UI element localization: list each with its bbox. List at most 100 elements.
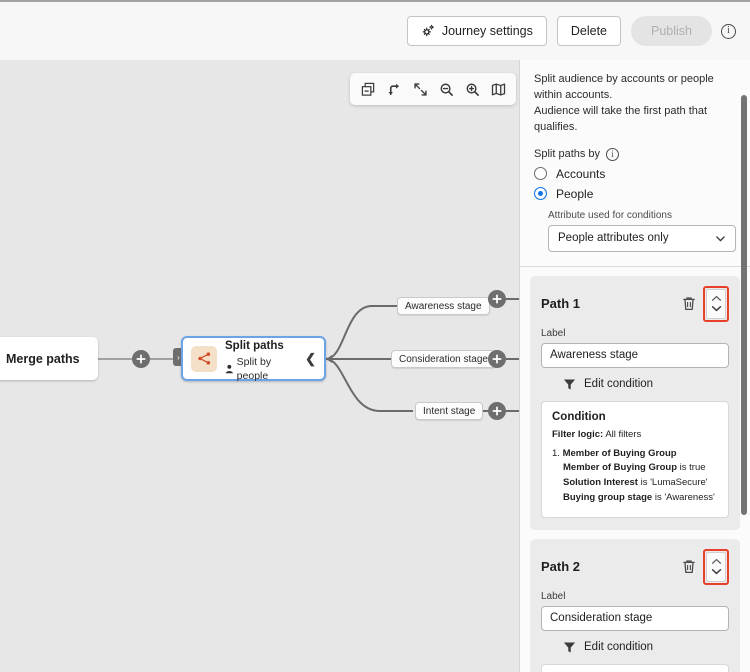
path-1-reorder-highlight <box>703 285 729 322</box>
add-step-plus-1[interactable] <box>488 290 506 308</box>
attribute-caption: Attribute used for conditions <box>548 209 672 221</box>
attribute-select[interactable]: People attributes only <box>548 224 736 252</box>
path-1-rule-0-attr: Member of Buying Group <box>563 462 677 474</box>
branch-label-intent[interactable]: Intent stage <box>415 402 484 420</box>
canvas-toolbar[interactable] <box>350 73 516 105</box>
split-node-subtitle-row: Split by people <box>225 355 303 383</box>
path-2-reorder-control[interactable] <box>706 551 726 582</box>
move-down-icon[interactable] <box>711 305 722 313</box>
canvas-edges <box>98 298 519 412</box>
branch-label-text: Consideration stage <box>399 353 488 365</box>
path-2-label-caption: Label <box>541 590 566 602</box>
path-2-edit-condition-button[interactable]: Edit condition <box>541 641 729 654</box>
merge-paths-label: Merge paths <box>6 351 80 366</box>
collapse-all-icon[interactable] <box>356 76 380 102</box>
path-2-condition-box: Condition Filter logic: All filters 1. M… <box>541 663 729 672</box>
attribute-select-value: People attributes only <box>558 232 669 245</box>
path-1-rule-0: Member of Buying Group is true <box>552 461 718 476</box>
panel-divider <box>520 265 750 267</box>
path-1-condition-title: Condition <box>552 410 606 423</box>
path-1-title: Path 1 <box>541 296 581 312</box>
panel-scrollbar[interactable] <box>741 95 747 515</box>
delete-button[interactable]: Delete <box>556 16 621 46</box>
path-1-filter-logic-key: Filter logic: <box>552 428 604 440</box>
path-1-condition-box: Condition Filter logic: All filters 1. M… <box>541 400 729 518</box>
attribute-block: Attribute used for conditions People att… <box>520 201 750 252</box>
split-paths-icon <box>191 345 217 372</box>
branch-label-consideration[interactable]: Consideration stage <box>391 350 496 368</box>
minimap-icon[interactable] <box>486 76 510 102</box>
publish-button[interactable]: Publish <box>631 16 712 46</box>
path-1-rule-1-rest: is 'LumaSecure' <box>637 477 708 489</box>
path-1-rule-1: Solution Interest is 'LumaSecure' <box>552 476 718 491</box>
move-up-icon[interactable] <box>711 558 722 566</box>
panel-intro-line1: Split audience by accounts or people wit… <box>534 73 714 101</box>
delete-path-1-icon[interactable] <box>682 296 696 311</box>
path-2-label-value: Consideration stage <box>550 612 653 625</box>
path-1-label-caption: Label <box>541 327 566 339</box>
path-2-header: Path 2 <box>541 548 729 585</box>
radio-accounts[interactable]: Accounts <box>520 161 750 181</box>
move-down-icon[interactable] <box>711 568 722 576</box>
path-1-filter-logic-value: All filters <box>603 428 642 440</box>
add-step-plus-2[interactable] <box>488 350 506 368</box>
path-1-edit-condition-button[interactable]: Edit condition <box>541 378 729 391</box>
add-step-plus-3[interactable] <box>488 402 506 420</box>
zoom-out-icon[interactable] <box>434 76 458 102</box>
path-1-filter-logic: Filter logic: All filters <box>552 429 718 440</box>
path-card-2[interactable]: Path 2 Label <box>530 538 740 672</box>
split-node-title: Split paths <box>225 339 284 352</box>
path-1-condition-item: 1. Member of Buying Group Member of Buyi… <box>552 447 718 506</box>
path-2-title: Path 2 <box>541 559 581 575</box>
fit-to-screen-icon[interactable] <box>408 76 432 102</box>
path-1-edit-condition-label: Edit condition <box>584 378 654 391</box>
path-1-label-value: Awareness stage <box>550 349 639 362</box>
add-step-plus-0[interactable] <box>132 350 150 368</box>
publish-info-icon[interactable]: i <box>721 23 736 39</box>
move-up-icon[interactable] <box>711 295 722 303</box>
top-header-bar: Journey settings Delete Publish i <box>0 0 750 60</box>
split-node-collapse-chevron[interactable]: ❮ <box>305 350 316 366</box>
split-paths-node[interactable]: Split paths Split by people ❮ <box>181 336 326 383</box>
filter-icon <box>563 642 576 653</box>
split-tab-glyph: › <box>177 352 180 362</box>
split-node-collapse-tab[interactable]: › <box>173 348 184 366</box>
filter-icon <box>563 379 576 390</box>
split-paths-settings-panel[interactable]: Split audience by accounts or people wit… <box>519 60 750 672</box>
journey-canvas[interactable]: Merge paths › Split paths Split by <box>0 60 519 672</box>
path-1-rule-0-rest: is true <box>677 462 706 474</box>
delete-label: Delete <box>570 24 607 38</box>
path-1-header: Path 1 <box>541 285 729 322</box>
radio-people[interactable]: People <box>520 181 750 201</box>
panel-intro-line2: Audience will take the first path that q… <box>534 104 708 133</box>
chevron-down-icon <box>716 236 725 242</box>
merge-paths-node[interactable]: Merge paths <box>0 337 98 380</box>
branch-label-text: Intent stage <box>423 405 476 417</box>
path-2-reorder-highlight <box>703 548 729 585</box>
path-1-condition-index: 1. <box>552 447 560 459</box>
branch-label-text: Awareness stage <box>405 300 482 312</box>
journey-settings-label: Journey settings <box>441 24 533 38</box>
split-paths-by-row: Split paths by i <box>520 136 750 161</box>
path-1-rule-2-attr: Buying group stage <box>563 491 653 503</box>
gear-icon <box>422 24 434 37</box>
path-1-rule-2: Buying group stage is 'Awareness' <box>552 491 718 506</box>
branch-label-awareness[interactable]: Awareness stage <box>397 297 490 315</box>
path-1-label-input[interactable]: Awareness stage <box>541 342 729 368</box>
radio-people-label: People <box>556 186 594 201</box>
path-2-label-input[interactable]: Consideration stage <box>541 605 729 631</box>
radio-accounts-label: Accounts <box>556 166 606 181</box>
split-paths-by-info-icon[interactable]: i <box>606 147 620 161</box>
radio-people-indicator[interactable] <box>534 187 547 201</box>
path-1-condition-name: Member of Buying Group <box>562 447 677 459</box>
path-card-1[interactable]: Path 1 Label <box>530 275 740 530</box>
path-1-reorder-control[interactable] <box>706 288 726 319</box>
split-node-subtitle: Split by people <box>236 356 272 383</box>
redo-icon[interactable] <box>382 76 406 102</box>
zoom-in-icon[interactable] <box>460 76 484 102</box>
journey-settings-button[interactable]: Journey settings <box>406 16 547 46</box>
radio-accounts-indicator[interactable] <box>534 167 547 181</box>
path-2-edit-condition-label: Edit condition <box>584 641 654 654</box>
delete-path-2-icon[interactable] <box>682 559 696 574</box>
split-paths-by-label: Split paths by <box>534 148 601 161</box>
